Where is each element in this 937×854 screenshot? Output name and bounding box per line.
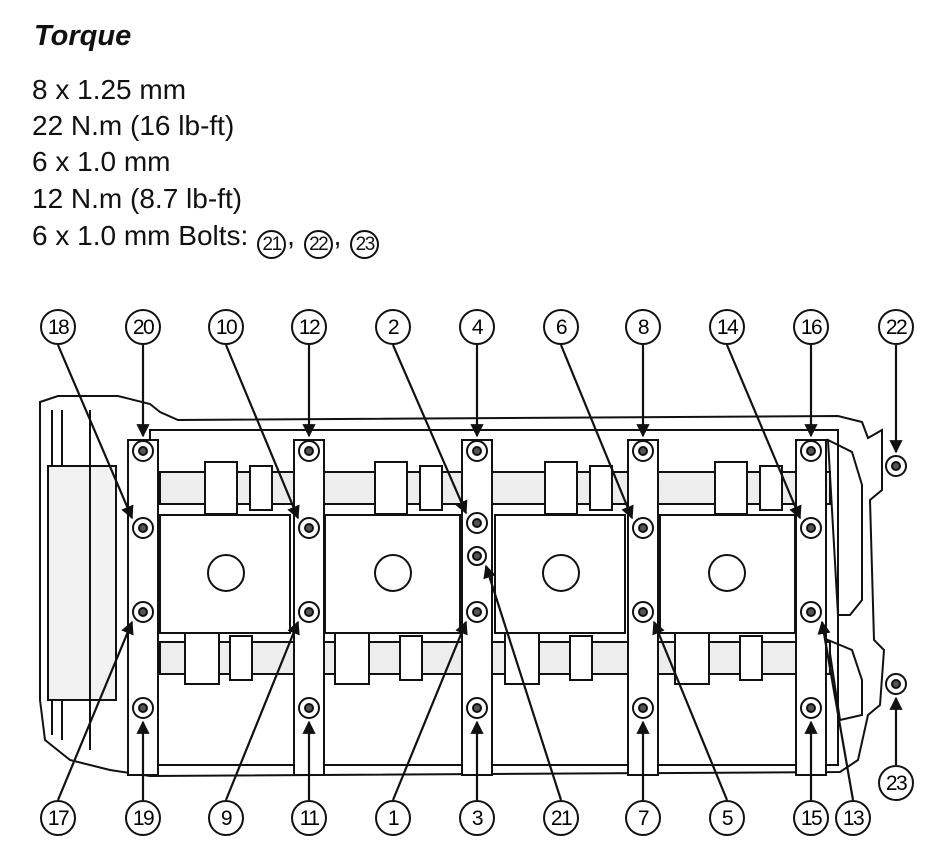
svg-text:2: 2	[388, 316, 399, 339]
inline-callout-22: 22	[303, 230, 333, 259]
bolt-22	[885, 455, 907, 477]
callout-21: 21	[543, 800, 579, 836]
callout-1: 1	[375, 800, 411, 836]
callout-13: 13	[835, 800, 871, 836]
callout-10: 10	[208, 309, 244, 345]
svg-text:16: 16	[801, 316, 822, 339]
callout-5: 5	[709, 800, 745, 836]
bolt-16	[800, 440, 822, 462]
callout-14: 14	[709, 309, 745, 345]
inline-separator: ,	[287, 220, 295, 251]
intake-camshaft	[159, 461, 831, 515]
spec-line-3: 6 x 1.0 mm	[32, 146, 171, 177]
svg-text:21: 21	[551, 807, 572, 830]
torque-heading: Torque	[34, 20, 132, 52]
spec-line-5: 6 x 1.0 mm Bolts: 21, 22, 23	[32, 220, 380, 259]
top-callouts: 18 20 10 12 2 4 6 8 14 16 22	[40, 309, 914, 345]
spec-line-4: 12 N.m (8.7 lb-ft)	[32, 183, 243, 214]
spec-line-1: 8 x 1.25 mm	[32, 74, 187, 105]
callout-12: 12	[291, 309, 327, 345]
bolt-19	[132, 697, 154, 719]
callout-18: 18	[40, 309, 76, 345]
bolt-5	[632, 601, 654, 623]
svg-text:11: 11	[300, 807, 320, 830]
bolt-20	[132, 440, 154, 462]
callout-7: 7	[625, 800, 661, 836]
svg-text:14: 14	[717, 316, 739, 339]
bolts	[132, 440, 907, 719]
bolt-10	[298, 517, 320, 539]
callout-20: 20	[125, 309, 161, 345]
callout-11: 11	[291, 800, 327, 836]
bolt-7	[632, 697, 654, 719]
callout-16: 16	[793, 309, 829, 345]
inline-callout-23: 23	[350, 230, 380, 259]
callout-15: 15	[793, 800, 829, 836]
bolt-18	[132, 517, 154, 539]
callout-4: 4	[459, 309, 495, 345]
bolt-9	[298, 601, 320, 623]
cylinder-chambers	[159, 514, 796, 634]
svg-text:4: 4	[472, 316, 484, 339]
bolt-13	[800, 601, 822, 623]
bolt-17	[132, 601, 154, 623]
svg-text:1: 1	[388, 807, 399, 830]
exhaust-camshaft	[159, 631, 831, 685]
callout-23: 23	[878, 765, 914, 801]
svg-text:17: 17	[48, 807, 69, 830]
bolt-2	[466, 512, 488, 534]
callout-22: 22	[878, 309, 914, 345]
svg-text:7: 7	[638, 807, 649, 830]
callout-3: 3	[459, 800, 495, 836]
svg-text:13: 13	[843, 807, 864, 830]
callout-6: 6	[543, 309, 579, 345]
svg-text:5: 5	[722, 807, 733, 830]
svg-text:9: 9	[221, 807, 232, 830]
bolt-14	[800, 517, 822, 539]
right-sprocket-area	[826, 438, 863, 722]
bolt-21	[467, 546, 487, 566]
spec-line-5-prefix: 6 x 1.0 mm Bolts:	[32, 220, 249, 251]
svg-text:10: 10	[216, 316, 237, 339]
inline-callout-21: 21	[257, 230, 287, 259]
bolt-15	[800, 697, 822, 719]
bottom-callouts: 17 19 9 11 1 3 21 7 5 15 13 23	[40, 765, 914, 836]
svg-text:22: 22	[886, 316, 907, 339]
callout-8: 8	[625, 309, 661, 345]
bolt-4	[466, 440, 488, 462]
bolt-11	[298, 697, 320, 719]
callout-9: 9	[208, 800, 244, 836]
bolt-12	[298, 440, 320, 462]
svg-text:3: 3	[472, 807, 483, 830]
bolt-1	[466, 601, 488, 623]
bolt-6	[632, 517, 654, 539]
left-end-plate	[47, 410, 117, 750]
bolt-3	[466, 697, 488, 719]
svg-text:8: 8	[638, 316, 649, 339]
bolt-23	[885, 673, 907, 695]
bolt-8	[632, 440, 654, 462]
callout-2: 2	[375, 309, 411, 345]
spec-line-2: 22 N.m (16 lb-ft)	[32, 110, 235, 141]
callout-17: 17	[40, 800, 76, 836]
svg-text:20: 20	[133, 316, 154, 339]
svg-text:6: 6	[556, 316, 567, 339]
callout-19: 19	[125, 800, 161, 836]
inline-separator: ,	[333, 220, 342, 251]
svg-text:23: 23	[886, 772, 907, 795]
svg-text:19: 19	[133, 807, 154, 830]
svg-text:15: 15	[801, 807, 822, 830]
leader-arrows	[56, 344, 903, 801]
svg-text:12: 12	[299, 316, 320, 339]
svg-text:18: 18	[48, 316, 69, 339]
